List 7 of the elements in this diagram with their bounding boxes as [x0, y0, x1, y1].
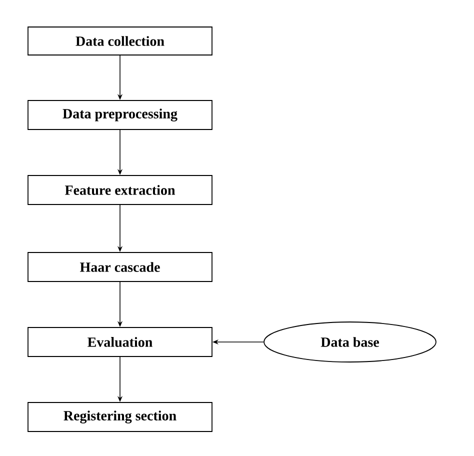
process-box: Evaluation: [28, 327, 212, 357]
process-box: Data collection: [28, 26, 212, 56]
process-box: Haar cascade: [28, 252, 212, 282]
process-box: Feature extraction: [28, 175, 212, 205]
ellipse-node: Data base: [264, 322, 436, 362]
process-box: Data preprocessing: [28, 100, 212, 130]
process-box: Registering section: [28, 402, 212, 432]
